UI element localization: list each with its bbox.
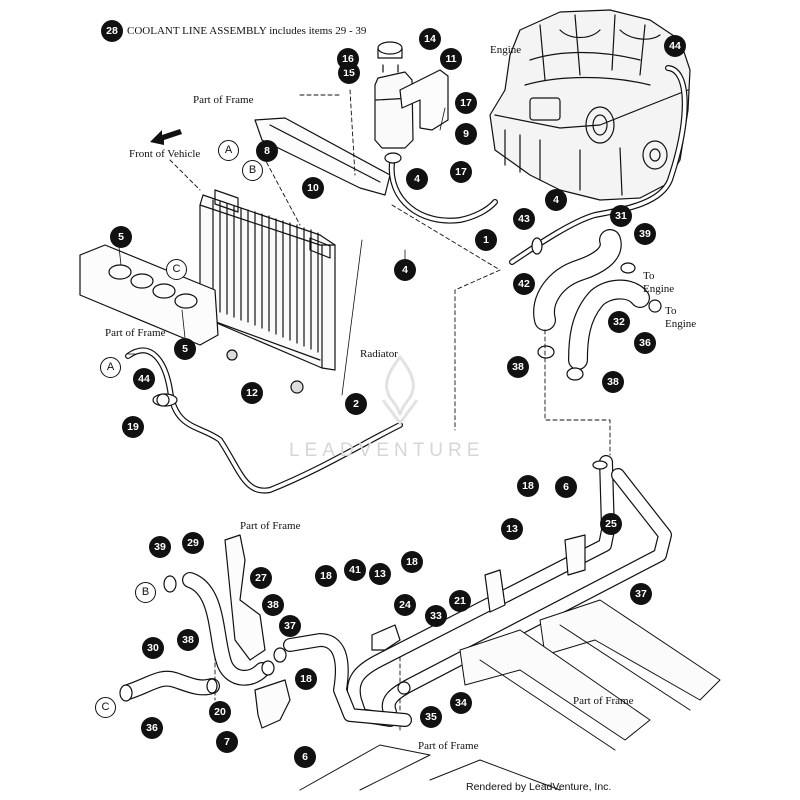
callout-16[interactable]: 16 xyxy=(337,48,359,70)
callout-33[interactable]: 33 xyxy=(425,605,447,627)
diagram-title: 28 COOLANT LINE ASSEMBLY includes items … xyxy=(101,20,366,42)
frame-rails-lower xyxy=(299,599,721,791)
callout-37-left[interactable]: 37 xyxy=(279,615,301,637)
callout-17-upper[interactable]: 17 xyxy=(455,92,477,114)
callout-32[interactable]: 32 xyxy=(608,311,630,333)
watermark-logo-icon xyxy=(381,355,419,425)
callout-44-engine[interactable]: 44 xyxy=(664,35,686,57)
callout-38-upper-left[interactable]: 38 xyxy=(507,356,529,378)
label-part-of-frame-right: Part of Frame xyxy=(573,695,634,707)
label-part-of-frame-left: Part of Frame xyxy=(105,327,166,339)
callout-21[interactable]: 21 xyxy=(449,590,471,612)
engine-illustration xyxy=(489,9,691,201)
watermark-text: LEADVENTURE xyxy=(289,440,485,461)
callout-39-upper[interactable]: 39 xyxy=(634,223,656,245)
callout-37-right[interactable]: 37 xyxy=(630,583,652,605)
callout-18-middle[interactable]: 18 xyxy=(401,551,423,573)
callout-41[interactable]: 41 xyxy=(344,559,366,581)
callout-27[interactable]: 27 xyxy=(250,567,272,589)
label-part-of-frame-top: Part of Frame xyxy=(193,94,254,106)
connector-b-top: B xyxy=(242,160,263,181)
frame-plate-left xyxy=(79,244,219,346)
callout-28[interactable]: 28 xyxy=(101,20,123,42)
callout-19[interactable]: 19 xyxy=(122,416,144,438)
callout-42[interactable]: 42 xyxy=(513,273,535,295)
label-part-of-frame-lower: Part of Frame xyxy=(240,520,301,532)
callout-4-engine[interactable]: 4 xyxy=(545,189,567,211)
radiator-illustration xyxy=(199,189,336,394)
callout-13-middle[interactable]: 13 xyxy=(369,563,391,585)
label-to-engine-2: To Engine xyxy=(665,305,697,330)
label-to-engine-1: To Engine xyxy=(643,270,675,295)
callout-43[interactable]: 43 xyxy=(513,208,535,230)
title-text: COOLANT LINE ASSEMBLY includes items 29 … xyxy=(127,25,367,37)
callout-2[interactable]: 2 xyxy=(345,393,367,415)
callout-14[interactable]: 14 xyxy=(419,28,441,50)
label-part-of-frame-bottom: Part of Frame xyxy=(418,740,479,752)
callout-4-reservoir[interactable]: 4 xyxy=(406,168,428,190)
callout-25[interactable]: 25 xyxy=(600,513,622,535)
front-arrow-icon xyxy=(150,129,182,145)
callout-18-right[interactable]: 18 xyxy=(517,475,539,497)
callout-8[interactable]: 8 xyxy=(256,140,278,162)
callout-9[interactable]: 9 xyxy=(455,123,477,145)
callout-1[interactable]: 1 xyxy=(475,229,497,251)
callout-4-radiator[interactable]: 4 xyxy=(394,259,416,281)
callout-36-upper[interactable]: 36 xyxy=(634,332,656,354)
label-engine: Engine xyxy=(490,44,522,56)
callout-39-lower[interactable]: 39 xyxy=(149,536,171,558)
callout-6-upper[interactable]: 6 xyxy=(555,476,577,498)
connector-c-top: C xyxy=(166,259,187,280)
callout-17-lower[interactable]: 17 xyxy=(450,161,472,183)
callout-10[interactable]: 10 xyxy=(302,177,324,199)
credit-text: Rendered by LeadVenture, Inc. xyxy=(466,781,612,793)
callout-18-lower[interactable]: 18 xyxy=(295,668,317,690)
callout-38-upper-right[interactable]: 38 xyxy=(602,371,624,393)
callout-34[interactable]: 34 xyxy=(450,692,472,714)
callout-7[interactable]: 7 xyxy=(216,731,238,753)
callout-30[interactable]: 30 xyxy=(142,637,164,659)
callout-38-lower-left[interactable]: 38 xyxy=(177,629,199,651)
connector-b-bottom: B xyxy=(135,582,156,603)
callout-5-lower[interactable]: 5 xyxy=(174,338,196,360)
callout-11[interactable]: 11 xyxy=(440,48,462,70)
connector-a-bottom: A xyxy=(100,357,121,378)
callout-24[interactable]: 24 xyxy=(394,594,416,616)
callout-31[interactable]: 31 xyxy=(610,205,632,227)
callout-18-left[interactable]: 18 xyxy=(315,565,337,587)
label-radiator: Radiator xyxy=(360,348,398,360)
connector-c-bottom: C xyxy=(95,697,116,718)
callout-12[interactable]: 12 xyxy=(241,382,263,404)
callout-20[interactable]: 20 xyxy=(209,701,231,723)
callout-5-upper[interactable]: 5 xyxy=(110,226,132,248)
callout-36-lower[interactable]: 36 xyxy=(141,717,163,739)
callout-44-radiator[interactable]: 44 xyxy=(133,368,155,390)
label-front-of-vehicle: Front of Vehicle xyxy=(129,148,201,160)
callout-35[interactable]: 35 xyxy=(420,706,442,728)
connector-a-top: A xyxy=(218,140,239,161)
callout-29[interactable]: 29 xyxy=(182,532,204,554)
callout-13-right[interactable]: 13 xyxy=(501,518,523,540)
callout-6-lower[interactable]: 6 xyxy=(294,746,316,768)
callout-38-lower-right[interactable]: 38 xyxy=(262,594,284,616)
